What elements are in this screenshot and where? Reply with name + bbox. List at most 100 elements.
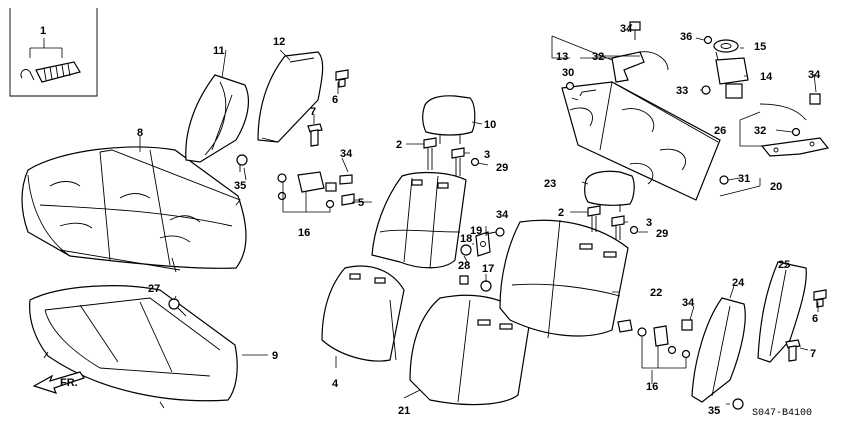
grommet-part-27 (168, 298, 187, 317)
label-part-26: 26 (714, 125, 726, 137)
screw-part-33 (701, 85, 711, 95)
nut-part-17 (480, 280, 492, 292)
headrest-part-23 (584, 170, 635, 212)
bolt-part-35-left (236, 154, 248, 172)
spring-clip-part-1 (20, 61, 81, 83)
bolt-part-34-right (809, 93, 821, 105)
pin-part-7-right (785, 339, 801, 362)
latch-assembly-part-13 (611, 51, 669, 83)
label-part-17: 17 (482, 263, 494, 275)
label-part-30: 30 (562, 67, 574, 79)
bushing-part-18 (460, 244, 472, 256)
label-part-32-right: 32 (754, 125, 766, 137)
label-part-19: 19 (470, 225, 482, 237)
part-labels: 1 11 12 6 7 8 35 34 5 16 2 3 29 10 19 18… (40, 23, 821, 417)
label-part-35-left: 35 (234, 180, 246, 192)
label-part-11: 11 (213, 45, 225, 57)
inset-box-part-1 (9, 8, 98, 97)
label-part-20: 20 (770, 181, 782, 193)
clip-part-6-left (335, 69, 349, 88)
pin-part-7-left (307, 123, 323, 147)
label-part-2-upper: 2 (396, 139, 402, 151)
label-part-34-left: 34 (340, 148, 353, 160)
bolt-part-34-center (485, 227, 505, 237)
diagram-code: S047-B4100 (752, 408, 812, 419)
label-part-27: 27 (148, 283, 160, 295)
washer-part-36 (703, 35, 713, 45)
seatback-part-22 (499, 219, 629, 339)
label-part-29-lower: 29 (656, 228, 668, 240)
screw-part-29-lower (629, 225, 639, 235)
label-part-24: 24 (732, 277, 745, 289)
label-part-22: 22 (650, 287, 662, 299)
label-part-15: 15 (754, 41, 766, 53)
front-label: FR. (60, 377, 78, 389)
label-part-33: 33 (676, 85, 688, 97)
label-part-4: 4 (332, 378, 339, 390)
label-part-35-right: 35 (708, 405, 720, 417)
hook-hardware-part-16-left (277, 171, 360, 213)
label-part-36: 36 (680, 31, 692, 43)
seatback-part-21 (409, 294, 531, 406)
clip-part-30 (565, 81, 575, 91)
label-part-32-top: 32 (592, 51, 604, 63)
label-part-8: 8 (137, 127, 143, 139)
leader-lines (139, 23, 819, 405)
label-part-1: 1 (40, 25, 46, 37)
label-part-14: 14 (760, 71, 773, 83)
bolt-part-35-right (732, 398, 744, 410)
rear-shelf-part-20 (561, 81, 721, 201)
label-part-34-top: 34 (620, 23, 633, 35)
label-part-10: 10 (484, 119, 496, 131)
label-part-9: 9 (272, 350, 278, 362)
front-direction-arrow: FR. (32, 371, 85, 394)
headrest-guide-part-2-lower (587, 205, 601, 232)
bolt-part-34-top (629, 21, 641, 40)
label-part-21: 21 (398, 405, 410, 417)
label-part-2-lower: 2 (558, 207, 564, 219)
seat-cushion-pad-part-9 (29, 285, 238, 409)
label-part-7-right: 7 (810, 348, 816, 360)
label-part-7-left: 7 (310, 106, 316, 118)
label-part-28: 28 (458, 260, 470, 272)
bolt-part-34-lower (681, 319, 693, 331)
seatback-part-5 (371, 171, 467, 269)
label-part-34-right: 34 (808, 69, 821, 81)
side-bolster-part-25 (757, 261, 807, 363)
clip-part-6-right (813, 289, 827, 308)
seat-cushion-part-8 (21, 146, 247, 273)
label-part-13: 13 (556, 51, 568, 63)
side-bolster-part-12 (257, 51, 324, 143)
label-part-12: 12 (273, 36, 285, 48)
label-part-16-left: 16 (298, 227, 310, 239)
hook-hardware-part-16-right (617, 319, 691, 369)
label-part-6-right: 6 (812, 313, 818, 325)
nut-part-31 (719, 175, 729, 185)
label-part-34-lower: 34 (682, 297, 695, 309)
screw-part-29-upper (470, 157, 480, 167)
cap-part-15 (713, 39, 739, 53)
label-part-31: 31 (738, 173, 750, 185)
headrest-guide-part-2-upper (423, 137, 437, 170)
lock-cylinder-part-14 (715, 51, 749, 99)
label-part-5: 5 (358, 197, 364, 209)
label-part-3-upper: 3 (484, 149, 490, 161)
label-part-18: 18 (460, 233, 472, 245)
label-part-23: 23 (544, 178, 556, 190)
headrest-guide-part-3-upper (451, 147, 465, 176)
headrest-part-10 (422, 95, 476, 144)
label-part-29-upper: 29 (496, 162, 508, 174)
side-bolster-part-24 (691, 297, 746, 403)
label-part-6-left: 6 (332, 94, 338, 106)
headrest-guide-part-3-lower (611, 215, 625, 240)
bolt-part-28 (459, 275, 469, 285)
seatback-part-4 (321, 265, 405, 362)
label-part-25: 25 (778, 259, 790, 271)
side-bolster-part-11 (185, 74, 249, 163)
clip-part-32-right (791, 127, 801, 137)
label-part-3-lower: 3 (646, 217, 652, 229)
hinge-bracket-part-19 (475, 231, 491, 257)
label-part-34-center: 34 (496, 209, 509, 221)
